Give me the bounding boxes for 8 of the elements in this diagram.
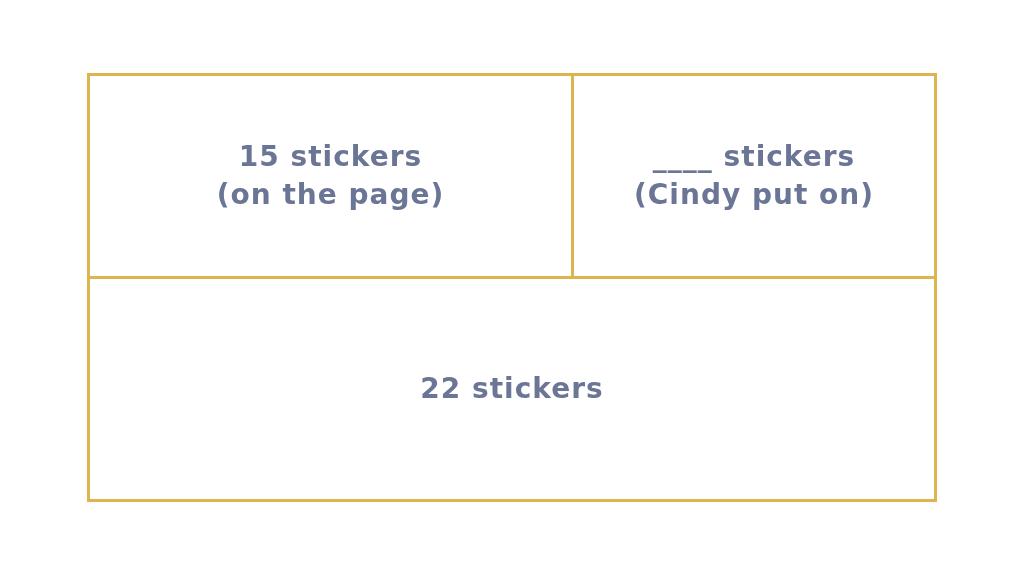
quantity-label: 22 stickers <box>420 371 604 407</box>
description-label: (on the page) <box>216 177 445 213</box>
bar-segment <box>87 73 574 279</box>
description-label: (Cindy put on) <box>634 177 874 213</box>
quantity-label: ____ stickers <box>652 139 856 175</box>
bar-segment <box>87 276 937 502</box>
quantity-label: 15 stickers <box>238 139 423 175</box>
bar-segment <box>571 73 937 279</box>
